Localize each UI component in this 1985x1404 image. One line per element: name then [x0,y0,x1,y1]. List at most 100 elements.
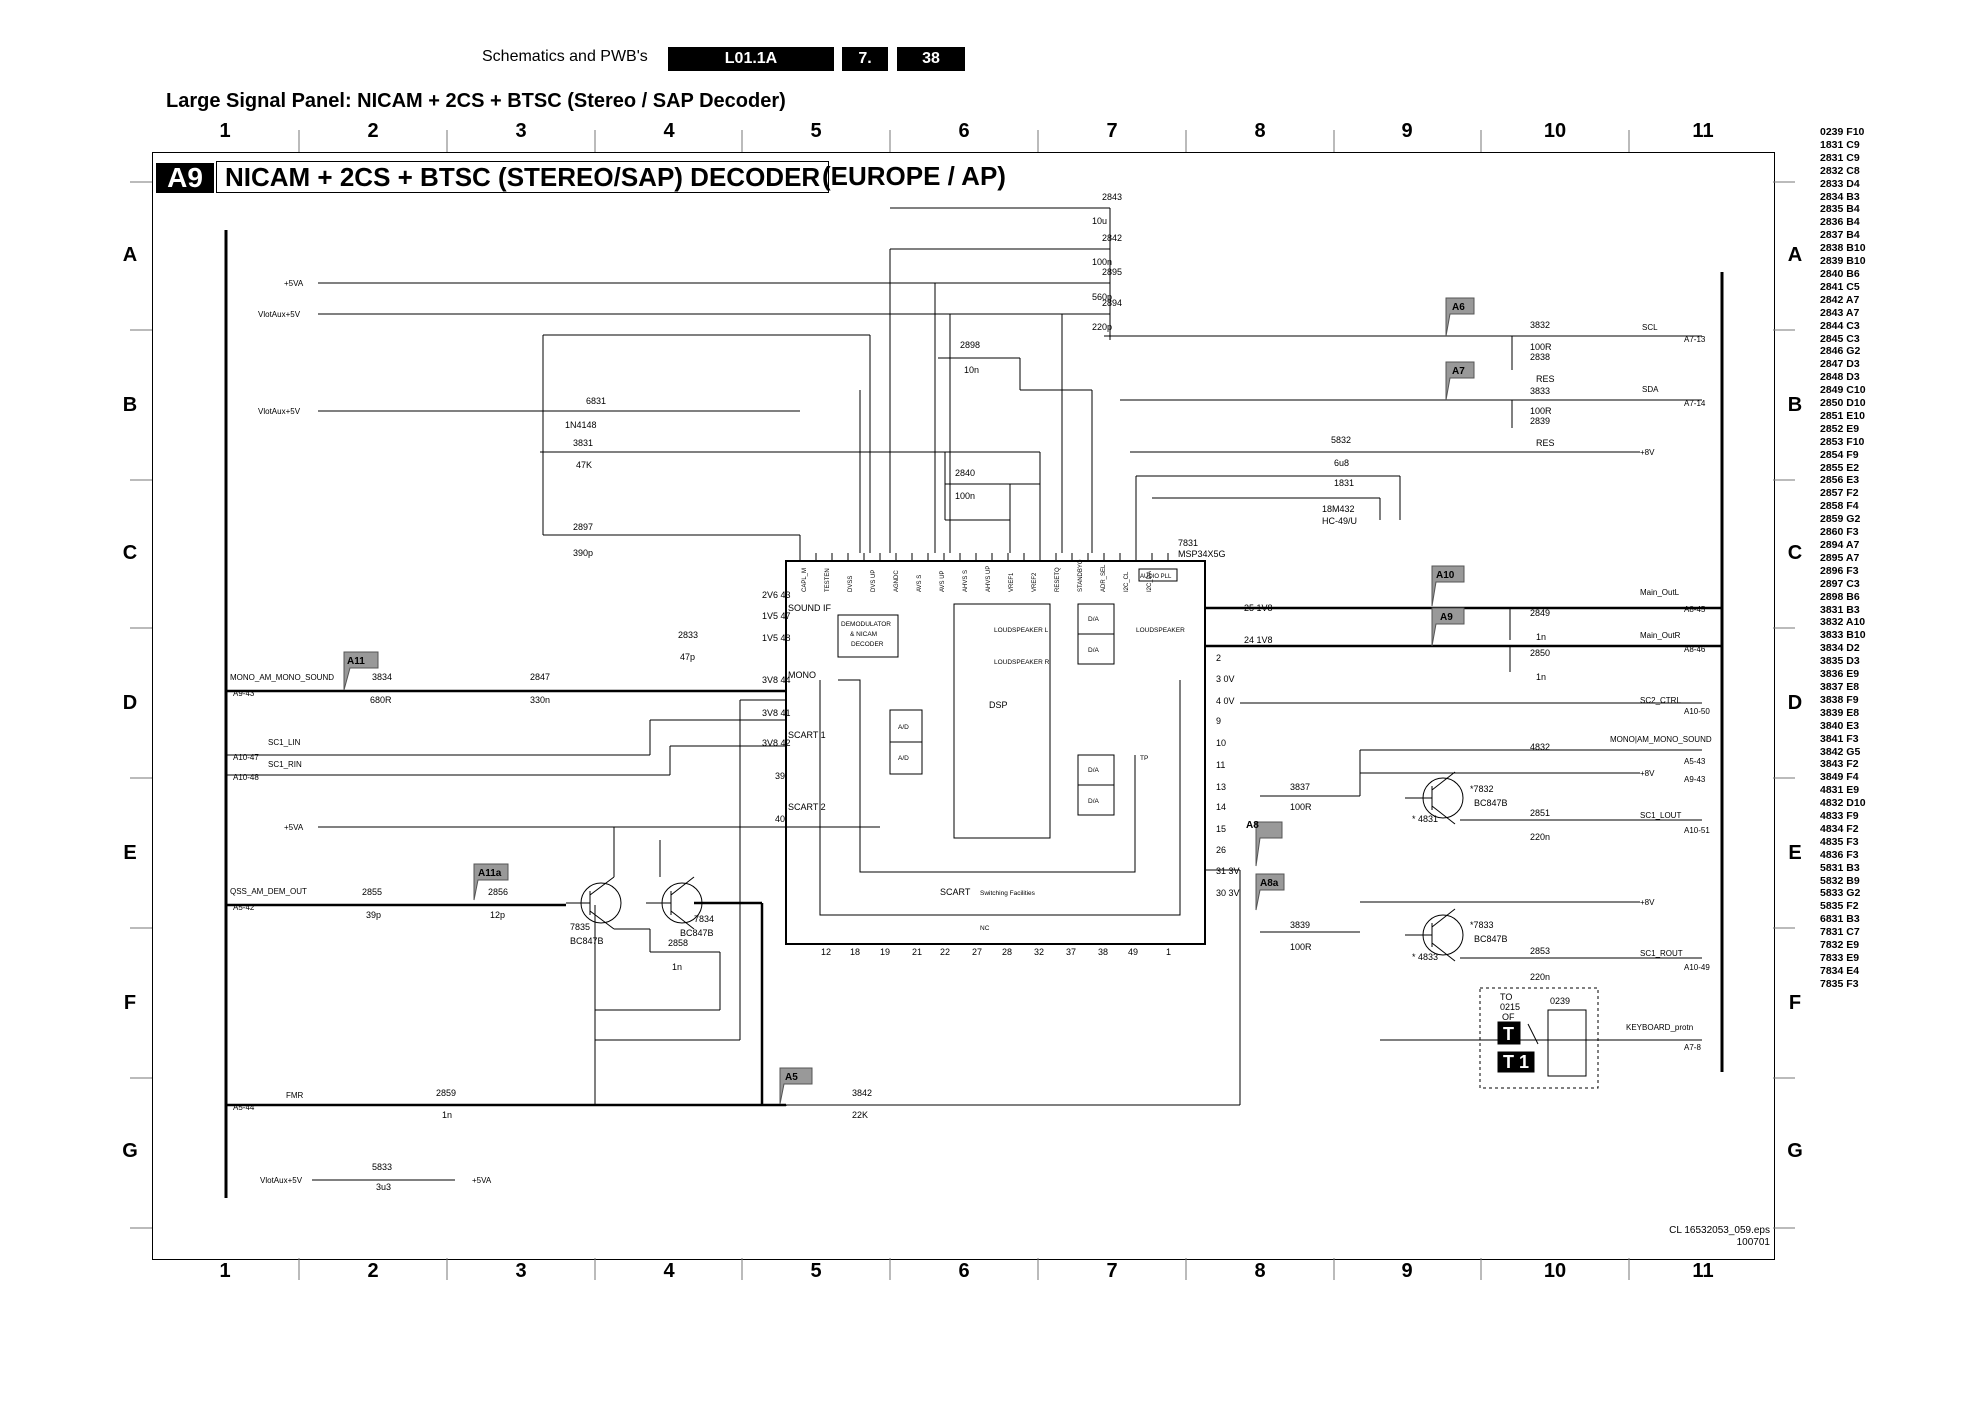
grid-row-right-D: D [1787,692,1803,714]
grid-col-bottom-3: 3 [515,1260,527,1282]
grid-col-top-2: 2 [367,120,379,142]
svg-text:0215: 0215 [1500,1002,1520,1012]
net-a7-8: A7-8 [1684,1043,1701,1052]
svg-text:220p: 220p [1092,322,1112,332]
ref-list-item: 2831 C9 [1820,151,1860,164]
sheet-subtitle: (EUROPE / AP) [822,161,1006,191]
net-a7-13: A7-13 [1684,335,1706,344]
ref-list-item: 2857 F2 [1820,487,1859,500]
ref-list-item: 2894 A7 [1820,539,1860,551]
ref-list-item: 3841 F3 [1820,732,1859,745]
svg-text:100R: 100R [1290,942,1312,952]
svg-text:21: 21 [912,947,922,957]
net-a8-45: A8-45 [1684,605,1706,614]
svg-text:100R: 100R [1530,342,1552,352]
grid-col-top-6: 6 [958,120,970,142]
net-main-outl: Main_OutL [1640,588,1680,597]
ref-list-item: 7832 E9 [1820,939,1860,952]
net-5va-bottom: +5VA [472,1176,492,1185]
svg-text:A10: A10 [1436,570,1455,581]
svg-text:A11a: A11a [478,868,502,879]
svg-text:* 4831: * 4831 [1412,814,1438,824]
ref-list-item: 3836 E9 [1820,668,1860,681]
ic-sound-if-label: SOUND IF [788,603,832,613]
ic-top-pins [799,553,1169,561]
ref-list-item: 2859 G2 [1820,513,1861,526]
sheet-badge: A9 [156,163,214,193]
net-fmr: FMR [286,1091,304,1100]
svg-text:25 1V8: 25 1V8 [1244,603,1273,613]
right-rails [1104,335,1722,1041]
ic-da-label-1: D/A [1088,616,1100,623]
svg-text:18: 18 [850,947,860,957]
svg-text:6u8: 6u8 [1334,458,1349,468]
grid-row-right-F: F [1788,992,1802,1014]
ref-list-item: 5833 G2 [1820,887,1861,900]
ic-scart-frame [819,680,1181,916]
ic-nc-label: NC [980,925,990,932]
ref-list-item: 4834 F2 [1820,822,1859,835]
svg-text:2V6 43: 2V6 43 [762,590,791,600]
ref-list-item: 3833 B10 [1820,629,1866,642]
svg-text:2838: 2838 [1530,352,1550,362]
ref-list-item: 5831 B3 [1820,861,1860,874]
ic-top-pin-label: AVS S [917,575,923,592]
svg-text:13: 13 [1216,782,1226,792]
ref-list-item: 2852 E9 [1820,422,1860,435]
header-section: Schematics and PWB's [482,48,648,65]
header-page: 38 [897,47,965,71]
grid-col-bottom-11: 11 [1692,1260,1714,1282]
svg-text:1n: 1n [1536,672,1546,682]
svg-text:47K: 47K [576,460,592,470]
ic-loudspeaker-r: LOUDSPEAKER R [994,659,1050,666]
net-plus8v-c: +8V [1640,898,1655,907]
ic-dsp-block [953,603,1051,839]
ic-top-pin-label: AGNDC [894,570,900,592]
grid-col-bottom-10: 10 [1543,1260,1567,1282]
grid-row-right-C: C [1787,542,1803,564]
svg-text:22K: 22K [852,1110,868,1120]
svg-text:1n: 1n [672,962,682,972]
transistor-7833 [1405,908,1464,962]
svg-text:26: 26 [1216,845,1226,855]
net-a10-48: A10-48 [233,773,259,782]
svg-text:2840: 2840 [955,468,975,478]
svg-text:1n: 1n [1536,632,1546,642]
ic-top-pin-label: CAPL_M [802,568,808,592]
ref-list-item: 2838 B10 [1820,242,1866,255]
schematic-frame [152,152,1775,1260]
svg-text:4 0V: 4 0V [1216,696,1235,706]
ic-loudspeaker-l: LOUDSPEAKER L [994,627,1049,634]
svg-text:2843: 2843 [1102,192,1122,202]
svg-text:1V5 47: 1V5 47 [762,611,791,621]
ref-list-item: 2850 D10 [1820,397,1866,410]
svg-text:A6: A6 [1452,302,1465,313]
grid-col-top-7: 7 [1106,120,1118,142]
ref-list-item: 3837 E8 [1820,680,1860,693]
svg-text:7835: 7835 [570,922,590,932]
ic-demod-block [837,614,899,658]
grid-col-top-11: 11 [1692,120,1714,142]
ic-da-label-4: D/A [1088,798,1100,805]
grid-col-top-9: 9 [1401,120,1413,142]
ic-top-pin-label: I2C_CL [1124,571,1130,592]
ic-demod-line2: & NICAM [850,631,877,638]
svg-text:RES: RES [1536,438,1555,448]
net-vlotaux-a: VlotAux+5V [258,310,301,319]
tool-t1-icon [1497,1051,1535,1073]
net-sc2-ctrl: SC2_CTRL [1640,696,1681,705]
grid-col-bottom-5: 5 [810,1260,822,1282]
net-a10-50: A10-50 [1684,707,1710,716]
footer-date: 100701 [1736,1237,1770,1248]
grid-ticks [130,130,1795,1280]
svg-text:10: 10 [1216,738,1226,748]
svg-text:3V8 41: 3V8 41 [762,708,791,718]
ref-list-item: 1831 C9 [1820,138,1860,151]
grid-col-bottom-2: 2 [367,1260,379,1282]
ic-audio-pll-box [1138,568,1178,582]
svg-text:2850: 2850 [1530,648,1550,658]
svg-text:2895: 2895 [1102,267,1122,277]
grid-col-top-3: 3 [515,120,527,142]
